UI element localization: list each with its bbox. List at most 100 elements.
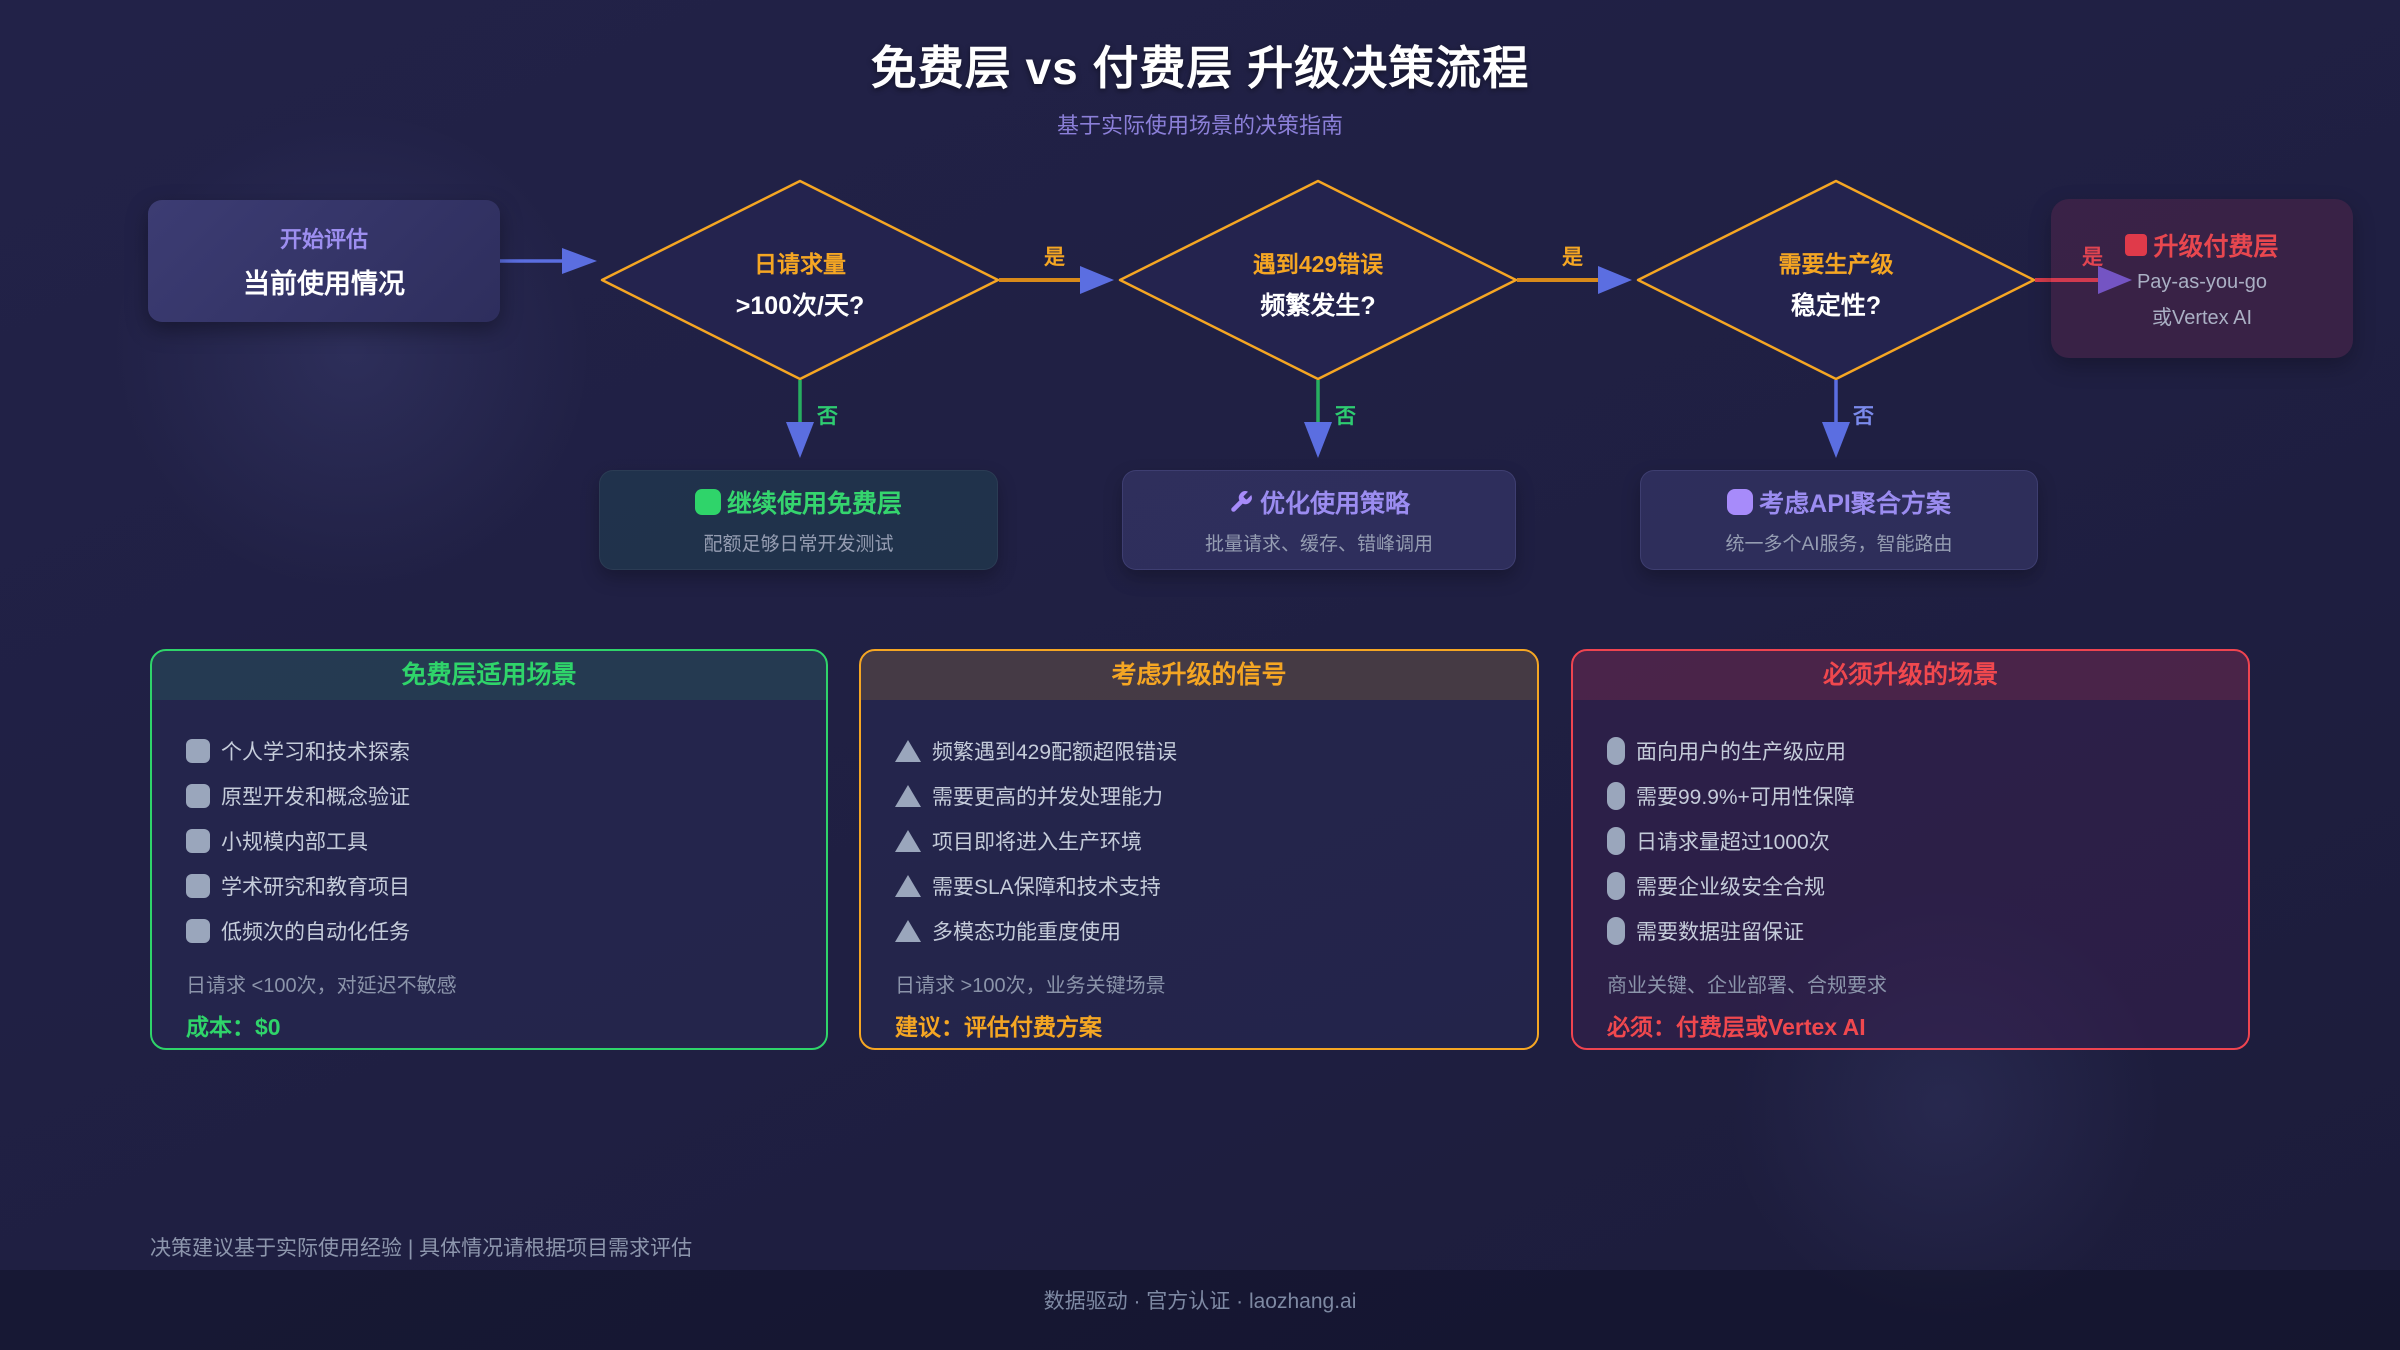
square-bullet-icon <box>186 918 210 943</box>
page-title: 免费层 vs 付费层 升级决策流程 <box>870 42 1530 94</box>
list-item-text: 多模态功能重度使用 <box>932 920 1121 944</box>
triangle-bullet-icon <box>895 919 921 942</box>
card-free-tier-scenarios: 免费层适用场景 个人学习和技术探索 原型开发和概念验证 小规模内部工具 学术研究… <box>150 649 828 1050</box>
edge-label-yes-2: 是 <box>1562 246 1583 269</box>
arrowhead-icon <box>562 248 597 274</box>
card-must-upgrade-note: 商业关键、企业部署、合规要求 <box>1607 975 1887 997</box>
pill-bullet-icon <box>1607 871 1625 900</box>
edge-label-no-1: 否 <box>817 405 838 428</box>
outcome-stay-free-node: 继续使用免费层 配额足够日常开发测试 <box>599 470 998 570</box>
list-item-text: 频繁遇到429配额超限错误 <box>932 740 1178 764</box>
upgrade-paid-title-text: 升级付费层 <box>2153 233 2279 261</box>
decision-diamond-2 <box>1118 179 1518 381</box>
list-item-text: 日请求量超过1000次 <box>1636 830 1830 854</box>
outcome-stay-free-title: 继续使用免费层 <box>694 484 902 520</box>
arrowhead-icon <box>1304 422 1332 458</box>
list-item-text: 个人学习和技术探索 <box>221 740 410 764</box>
decision-1-text: 日请求量 >100次/天? <box>640 245 960 322</box>
page-subtitle: 基于实际使用场景的决策指南 <box>1056 113 1343 138</box>
start-node: 开始评估 当前使用情况 <box>148 200 500 322</box>
edge-label-no-3: 否 <box>1853 405 1874 428</box>
flowchart-canvas <box>500 179 2132 458</box>
list-item-text: 学术研究和教育项目 <box>221 875 410 899</box>
outcome-stay-free-title-text: 继续使用免费层 <box>726 490 902 518</box>
start-node-title: 当前使用情况 <box>243 268 405 299</box>
purple-square-icon <box>1727 489 1754 515</box>
upgrade-paid-line1: Pay-as-you-go <box>2136 271 2268 293</box>
decision-diamond-3 <box>1636 179 2036 381</box>
decision-2-line1: 遇到429错误 <box>1252 251 1384 277</box>
list-item-text: 小规模内部工具 <box>221 830 368 854</box>
list-item: 需要企业级安全合规 <box>1607 863 2248 908</box>
list-item: 频繁遇到429配额超限错误 <box>895 728 1537 773</box>
triangle-bullet-icon <box>895 874 921 897</box>
decision-1-line2: >100次/天? <box>735 292 865 320</box>
list-item: 个人学习和技术探索 <box>186 728 826 773</box>
card-must-upgrade-verdict: 必须：付费层或Vertex AI <box>1607 1014 1866 1040</box>
wrench-icon <box>1231 491 1252 512</box>
list-item-text: 面向用户的生产级应用 <box>1636 740 1846 764</box>
card-upgrade-signals-list: 频繁遇到429配额超限错误 需要更高的并发处理能力 项目即将进入生产环境 需要S… <box>895 728 1537 953</box>
pill-bullet-icon <box>1607 781 1625 810</box>
card-upgrade-signals-verdict: 建议：评估付费方案 <box>895 1014 1102 1040</box>
decision-1-line1: 日请求量 <box>754 251 846 277</box>
list-item-text: 需要更高的并发处理能力 <box>932 785 1163 809</box>
outcome-aggregator-node: 考虑API聚合方案 统一多个AI服务，智能路由 <box>1640 470 2038 570</box>
arrowhead-icon <box>1598 266 1632 294</box>
outcome-optimize-subtitle: 批量请求、缓存、错峰调用 <box>1204 534 1433 555</box>
decision-3-text: 需要生产级 稳定性? <box>1676 245 1996 322</box>
card-free-tier-verdict: 成本：$0 <box>186 1014 281 1040</box>
edge-label-yes-3: 是 <box>2082 246 2103 269</box>
footer-text: 数据驱动 · 官方认证 · laozhang.ai <box>1043 1290 1357 1313</box>
outcome-aggregator-subtitle: 统一多个AI服务，智能路由 <box>1725 534 1953 555</box>
card-free-tier-note: 日请求 <100次，对延迟不敏感 <box>186 975 457 997</box>
list-item: 学术研究和教育项目 <box>186 863 826 908</box>
list-item: 需要更高的并发处理能力 <box>895 773 1537 818</box>
decision-2-text: 遇到429错误 频繁发生? <box>1158 245 1478 322</box>
triangle-bullet-icon <box>895 739 921 762</box>
outcome-optimize-title: 优化使用策略 <box>1228 484 1410 520</box>
card-must-upgrade-title: 必须升级的场景 <box>1573 651 2248 700</box>
list-item-text: 原型开发和概念验证 <box>221 785 410 809</box>
list-item: 原型开发和概念验证 <box>186 773 826 818</box>
card-free-tier-list: 个人学习和技术探索 原型开发和概念验证 小规模内部工具 学术研究和教育项目 低频… <box>186 728 826 953</box>
upgrade-paid-line2: 或Vertex AI <box>2151 307 2253 329</box>
list-item: 小规模内部工具 <box>186 818 826 863</box>
card-free-tier-title: 免费层适用场景 <box>152 651 826 700</box>
card-must-upgrade: 必须升级的场景 面向用户的生产级应用 需要99.9%+可用性保障 日请求量超过1… <box>1571 649 2250 1050</box>
card-upgrade-signals-note: 日请求 >100次，业务关键场景 <box>895 975 1166 997</box>
outcome-stay-free-subtitle: 配额足够日常开发测试 <box>703 534 894 555</box>
disclaimer-text: 决策建议基于实际使用经验 | 具体情况请根据项目需求评估 <box>150 1237 693 1260</box>
list-item: 需要99.9%+可用性保障 <box>1607 773 2248 818</box>
outcome-optimize-node: 优化使用策略 批量请求、缓存、错峰调用 <box>1122 470 1516 570</box>
card-must-upgrade-list: 面向用户的生产级应用 需要99.9%+可用性保障 日请求量超过1000次 需要企… <box>1607 728 2248 953</box>
square-bullet-icon <box>186 873 210 898</box>
start-node-label: 开始评估 <box>279 226 368 252</box>
pill-bullet-icon <box>1607 736 1625 765</box>
upgrade-paid-title: 升级付费层 <box>2051 227 2353 263</box>
card-upgrade-signals-title: 考虑升级的信号 <box>861 651 1537 700</box>
list-item: 需要数据驻留保证 <box>1607 908 2248 953</box>
arrowhead-icon <box>786 422 814 458</box>
list-item: 需要SLA保障和技术支持 <box>895 863 1537 908</box>
edge-label-yes-1: 是 <box>1044 246 1065 269</box>
arrowhead-icon <box>2098 266 2132 294</box>
list-item: 日请求量超过1000次 <box>1607 818 2248 863</box>
list-item: 多模态功能重度使用 <box>895 908 1537 953</box>
list-item-text: 需要99.9%+可用性保障 <box>1636 785 1855 809</box>
green-square-icon <box>694 489 721 515</box>
list-item: 低频次的自动化任务 <box>186 908 826 953</box>
footer-bar: 数据驱动 · 官方认证 · laozhang.ai <box>0 1270 2400 1350</box>
list-item-text: 需要数据驻留保证 <box>1636 920 1804 944</box>
square-bullet-icon <box>186 738 210 763</box>
arrowhead-icon <box>1822 422 1850 458</box>
list-item-text: 需要SLA保障和技术支持 <box>932 875 1161 899</box>
outcome-optimize-title-text: 优化使用策略 <box>1259 490 1410 518</box>
pill-bullet-icon <box>1607 826 1625 855</box>
triangle-bullet-icon <box>895 829 921 852</box>
edge-label-no-2: 否 <box>1335 405 1356 428</box>
triangle-bullet-icon <box>895 784 921 807</box>
list-item-text: 低频次的自动化任务 <box>221 920 410 944</box>
card-upgrade-signals: 考虑升级的信号 频繁遇到429配额超限错误 需要更高的并发处理能力 项目即将进入… <box>859 649 1539 1050</box>
